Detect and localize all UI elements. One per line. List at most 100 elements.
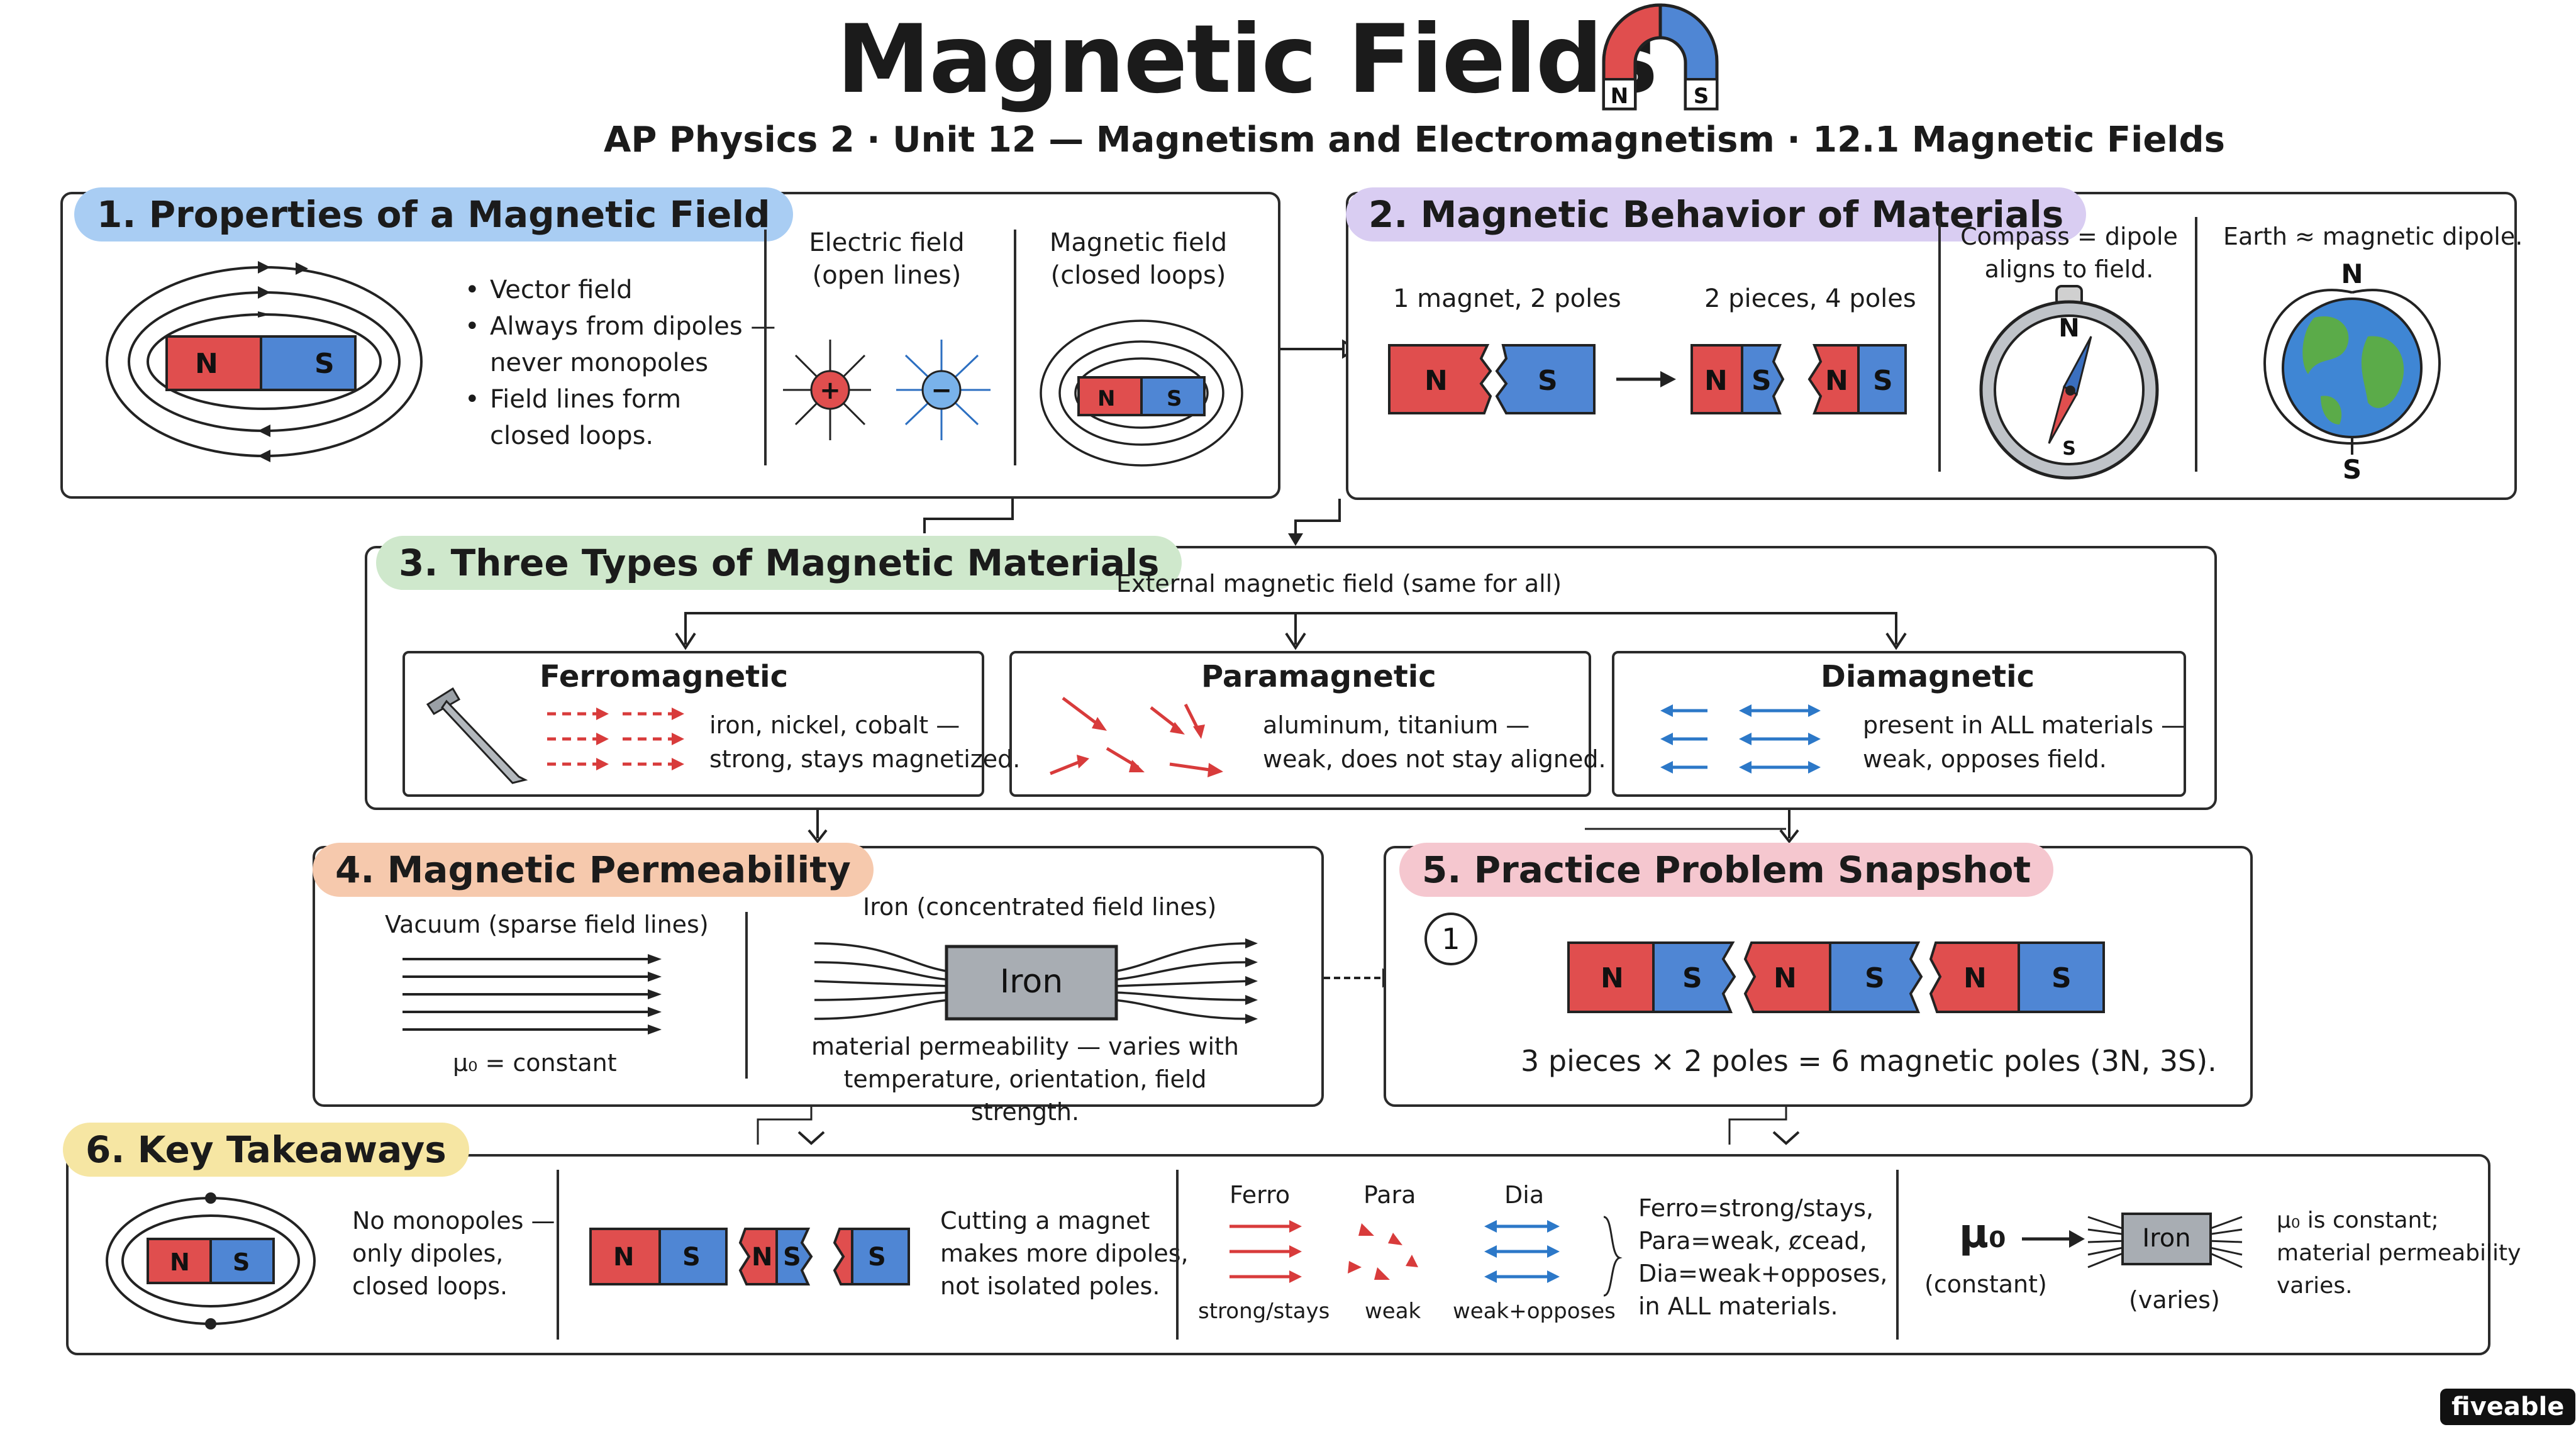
takeaway-3: Ferro=strong/stays, Para=weak, ȼcead, Di… bbox=[1638, 1194, 1888, 1320]
ferro-head: Ferro bbox=[1230, 1181, 1291, 1209]
plus-sign: + bbox=[819, 376, 841, 405]
magnetic-field-label: Magnetic field (closed loops) bbox=[1049, 228, 1228, 290]
takeaway-1: No monopoles — only dipoles, closed loop… bbox=[352, 1207, 555, 1300]
pole-5: N bbox=[1825, 365, 1848, 397]
practice-pole-4: S bbox=[1865, 962, 1885, 994]
horseshoe-S-label: S bbox=[1694, 84, 1709, 109]
pole-2: S bbox=[1538, 365, 1558, 397]
section1-bullets: Vector field Always from dipoles — never… bbox=[462, 272, 775, 454]
minus-sign: − bbox=[931, 376, 952, 405]
fiveable-logo: fiveable bbox=[2440, 1389, 2576, 1425]
pole-3: N bbox=[1704, 365, 1728, 397]
takeaway-4: μ₀ is constant; material permeability va… bbox=[2277, 1208, 2521, 1299]
takeaway-iron-label: Iron bbox=[2142, 1224, 2190, 1253]
takeaway-N: N bbox=[170, 1248, 190, 1276]
iron-block-label: Iron bbox=[1000, 963, 1063, 1001]
one-magnet-label: 1 magnet, 2 poles bbox=[1393, 284, 1621, 313]
paramagnetic-box bbox=[1009, 651, 1591, 797]
bullet-1: Vector field bbox=[462, 272, 775, 308]
section1-title: 1. Properties of a Magnetic Field bbox=[74, 187, 793, 242]
section6-panel bbox=[66, 1154, 2490, 1355]
mini-N: N bbox=[1097, 386, 1115, 411]
practice-pole-6: S bbox=[2051, 962, 2072, 994]
takeaway-2: Cutting a magnet makes more dipoles, not… bbox=[940, 1207, 1189, 1300]
takeaway-iron-varies: (varies) bbox=[2129, 1286, 2220, 1314]
connectors-to-s6 bbox=[757, 1107, 1800, 1145]
earth-S: S bbox=[2343, 454, 2362, 485]
compass-S: S bbox=[2062, 438, 2076, 460]
vacuum-field-lines bbox=[402, 954, 662, 1035]
ferromagnetic-title: Ferromagnetic bbox=[540, 659, 789, 694]
paramagnetic-title: Paramagnetic bbox=[1201, 659, 1436, 694]
ferro-foot: strong/stays bbox=[1198, 1299, 1330, 1324]
external-field-arrows bbox=[675, 612, 1907, 650]
pole-4: S bbox=[1752, 365, 1772, 397]
s6-divider-1 bbox=[557, 1170, 559, 1340]
earth-dipole-icon: N S bbox=[2263, 258, 2441, 485]
connectors-to-s4-s5 bbox=[808, 810, 1799, 844]
takeaway-mu: μ₀ bbox=[1959, 1211, 2007, 1257]
cut-pole-5: S bbox=[868, 1243, 886, 1272]
ferro-arrows bbox=[547, 708, 684, 770]
practice-pole-1: N bbox=[1601, 962, 1624, 994]
para-head: Para bbox=[1363, 1181, 1416, 1209]
external-field-label: External magnetic field (same for all) bbox=[1116, 570, 1562, 597]
nail-icon bbox=[426, 687, 528, 784]
section1-bar-N: N bbox=[195, 348, 218, 380]
cut-pole-2: S bbox=[682, 1243, 701, 1272]
practice-pole-5: N bbox=[1963, 962, 1987, 994]
takeaway-S: S bbox=[233, 1248, 250, 1276]
practice-answer: 3 pieces × 2 poles = 6 magnetic poles (3… bbox=[1521, 1044, 2217, 1078]
problem-number: 1 bbox=[1441, 922, 1460, 956]
problem-number-badge: 1 bbox=[1424, 913, 1477, 965]
electric-field-diagram: + − bbox=[783, 340, 991, 440]
iron-field-lines: Iron bbox=[814, 938, 1258, 1024]
section5-title: 5. Practice Problem Snapshot bbox=[1399, 843, 2054, 897]
horseshoe-magnet-icon: N S bbox=[1602, 3, 1719, 111]
diamagnetic-title: Diamagnetic bbox=[1821, 659, 2035, 694]
bullet-2: Always from dipoles — never monopoles bbox=[462, 308, 775, 381]
vacuum-label: Vacuum (sparse field lines) bbox=[385, 911, 709, 938]
section2-title: 2. Magnetic Behavior of Materials bbox=[1346, 187, 2087, 242]
bullet-3: Field lines form closed loops. bbox=[462, 381, 775, 454]
dia-foot: weak+opposes bbox=[1453, 1299, 1616, 1324]
mu-constant-label: μ₀ = constant bbox=[453, 1049, 617, 1077]
electric-field-label: Electric field (open lines) bbox=[809, 228, 965, 290]
horseshoe-N-label: N bbox=[1611, 84, 1628, 109]
mini-magnet-field-diagram: N S bbox=[1040, 319, 1243, 467]
paramagnetic-desc: aluminum, titanium — weak, does not stay… bbox=[1263, 711, 1606, 773]
takeaway-mu-const: (constant) bbox=[1924, 1270, 2047, 1298]
ferromagnetic-box bbox=[402, 651, 984, 797]
compass-caption: Compass = dipole aligns to field. bbox=[1960, 223, 2178, 283]
practice-magnets: N S N S N S bbox=[1567, 941, 2105, 1013]
section2-divider-2 bbox=[2195, 217, 2197, 472]
s6-divider-3 bbox=[1896, 1170, 1899, 1340]
cut-pole-3: N bbox=[752, 1243, 772, 1272]
compass-icon: N S bbox=[1979, 285, 2159, 480]
page-title: Magnetic Fields bbox=[836, 5, 1658, 114]
earth-caption: Earth ≈ magnetic dipole. bbox=[2223, 223, 2523, 250]
connector-arrow bbox=[1280, 339, 1358, 359]
section4-divider bbox=[745, 912, 748, 1079]
practice-pole-3: N bbox=[1774, 962, 1797, 994]
section4-title: 4. Magnetic Permeability bbox=[313, 843, 874, 897]
diamagnetic-desc: present in ALL materials — weak, opposes… bbox=[1863, 711, 2185, 773]
section2-divider bbox=[1938, 217, 1941, 472]
section1-divider bbox=[764, 230, 767, 465]
iron-label: Iron (concentrated field lines) bbox=[863, 893, 1217, 921]
cut-pole-4: S bbox=[783, 1243, 801, 1272]
takeaway-arrow-to-iron bbox=[2022, 1230, 2085, 1248]
cut-magnets: N S N S S bbox=[589, 1228, 910, 1285]
section2-magnets: N S N S N S bbox=[1388, 344, 1907, 414]
s6-divider-2 bbox=[1176, 1170, 1179, 1340]
diamagnetic-box bbox=[1612, 651, 2186, 797]
compass-N: N bbox=[2058, 314, 2079, 343]
section6-title: 6. Key Takeaways bbox=[63, 1123, 469, 1177]
page-subtitle: AP Physics 2 · Unit 12 — Magnetism and E… bbox=[604, 119, 2225, 160]
takeaway-material-arrows bbox=[1230, 1216, 1623, 1297]
section1-divider-2 bbox=[1014, 230, 1016, 465]
section3-title: 3. Three Types of Magnetic Materials bbox=[376, 536, 1182, 590]
para-arrows bbox=[1050, 697, 1223, 777]
para-foot: weak bbox=[1365, 1299, 1421, 1324]
ferromagnetic-desc: iron, nickel, cobalt — strong, stays mag… bbox=[709, 711, 1021, 773]
